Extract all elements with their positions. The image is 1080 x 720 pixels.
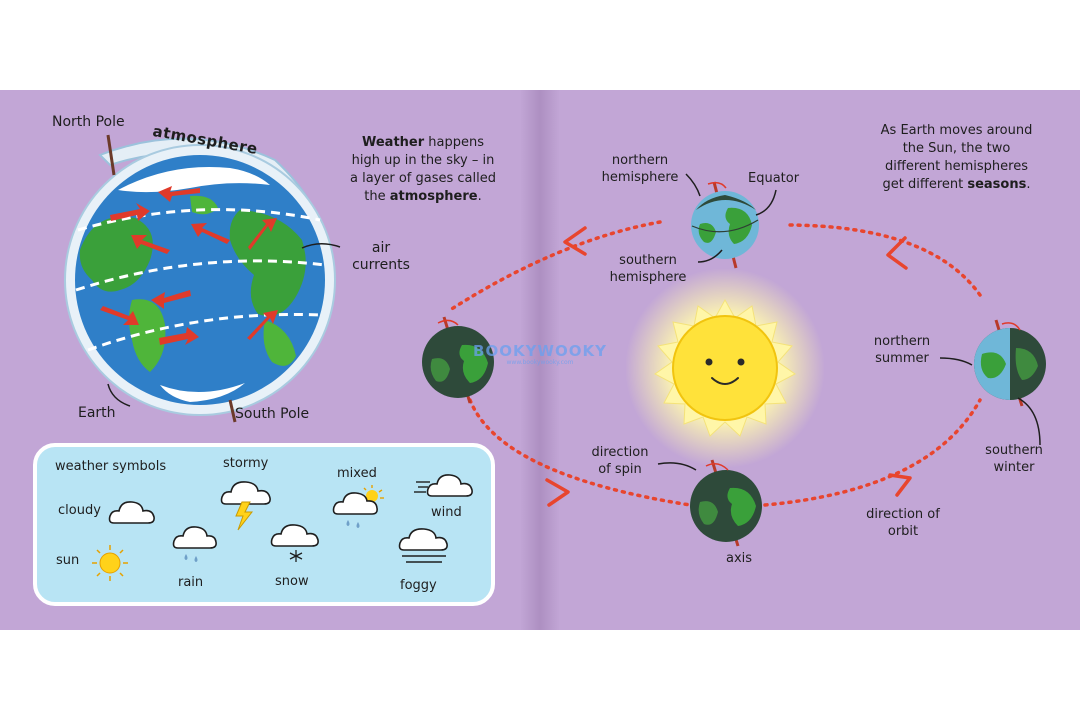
northern-hemisphere-line-2: hemisphere bbox=[601, 170, 679, 185]
earth-bottom bbox=[690, 459, 762, 547]
weather-intro-text: Weather happens high up in the sky – in … bbox=[328, 134, 518, 206]
weather-intro-post: . bbox=[477, 189, 482, 204]
earth-top bbox=[691, 181, 759, 269]
weather-symbols-title: weather symbols bbox=[55, 459, 167, 474]
foggy-label: foggy bbox=[400, 578, 437, 593]
foggy-icon bbox=[398, 528, 448, 563]
direction-of-spin-label: direction of spin bbox=[578, 444, 662, 478]
southern-hemisphere-line-1: southern bbox=[619, 253, 677, 268]
mixed-icon bbox=[332, 485, 384, 528]
air-currents-line-1: air bbox=[371, 240, 391, 256]
mixed-label: mixed bbox=[337, 466, 377, 481]
southern-winter-label: southern winter bbox=[972, 442, 1056, 476]
seasons-intro-text: As Earth moves around the Sun, the two d… bbox=[864, 122, 1049, 194]
weather-intro-line-1: Weather happens bbox=[328, 134, 518, 152]
equator-label: Equator bbox=[748, 171, 800, 186]
seasons-intro-post: . bbox=[1026, 177, 1031, 192]
south-pole-label: South Pole bbox=[235, 406, 310, 422]
earth-right bbox=[974, 319, 1046, 407]
northern-summer-label: northern summer bbox=[862, 333, 942, 367]
earth-left bbox=[422, 316, 494, 404]
cloudy-icon bbox=[108, 501, 155, 524]
watermark: BOOKYWOOKY www.bookywooky.com bbox=[460, 343, 620, 367]
snow-icon bbox=[270, 524, 319, 562]
wind-icon bbox=[414, 474, 473, 497]
earth-label: Earth bbox=[78, 405, 116, 421]
seasons-intro-line-2: the Sun, the two bbox=[902, 141, 1011, 156]
weather-intro-line-2: high up in the sky – in bbox=[351, 153, 495, 168]
weather-intro-bold: Weather bbox=[361, 135, 425, 150]
book-gutter bbox=[520, 90, 560, 630]
weather-intro-line-3: a layer of gases called bbox=[350, 171, 496, 186]
seasons-intro-bold: seasons bbox=[967, 177, 1027, 192]
southern-hemisphere-label: southern hemisphere bbox=[598, 252, 698, 286]
seasons-intro-line-4: get different seasons. bbox=[864, 176, 1049, 194]
stormy-label: stormy bbox=[223, 456, 269, 471]
direction-of-orbit-line-2: orbit bbox=[887, 524, 919, 539]
watermark-main: BOOKYWOOKY bbox=[473, 342, 607, 360]
air-currents-line-2: currents bbox=[352, 257, 410, 273]
sun-symbol-label: sun bbox=[56, 553, 80, 568]
direction-of-orbit-label: direction of orbit bbox=[848, 506, 958, 540]
axis-label: axis bbox=[726, 551, 753, 566]
northern-hemisphere-label: northern hemisphere bbox=[592, 152, 688, 186]
sun-symbol-icon bbox=[92, 545, 128, 581]
southern-hemisphere-line-2: hemisphere bbox=[609, 270, 687, 285]
cloudy-label: cloudy bbox=[58, 503, 101, 518]
weather-intro-atmosphere: atmosphere bbox=[389, 189, 478, 204]
seasons-intro-line-1: As Earth moves around bbox=[880, 123, 1033, 138]
direction-of-spin-line-1: direction bbox=[591, 445, 649, 460]
southern-winter-line-2: winter bbox=[993, 460, 1035, 475]
southern-winter-line-1: southern bbox=[985, 443, 1043, 458]
weather-intro-line-4: the atmosphere. bbox=[328, 188, 518, 206]
northern-summer-line-2: summer bbox=[875, 351, 929, 366]
atmosphere-globe-illustration bbox=[64, 134, 341, 423]
snow-label: snow bbox=[275, 574, 309, 589]
stormy-icon bbox=[220, 481, 271, 531]
northern-hemisphere-line-1: northern bbox=[611, 153, 669, 168]
air-currents-label: air currents bbox=[346, 240, 416, 274]
rain-label: rain bbox=[178, 575, 204, 590]
north-pole-label: North Pole bbox=[52, 114, 125, 130]
direction-of-orbit-line-1: direction of bbox=[866, 507, 940, 522]
northern-summer-line-1: northern bbox=[873, 334, 931, 349]
wind-label: wind bbox=[431, 505, 462, 520]
weather-intro-rest: happens bbox=[424, 135, 485, 150]
rain-icon bbox=[172, 526, 217, 562]
weather-intro-pre: the bbox=[364, 189, 390, 204]
seasons-intro-pre: get different bbox=[882, 177, 968, 192]
watermark-sub: www.bookywooky.com bbox=[506, 359, 574, 366]
direction-of-spin-line-2: of spin bbox=[598, 462, 642, 477]
seasons-intro-line-3: different hemispheres bbox=[885, 159, 1028, 174]
